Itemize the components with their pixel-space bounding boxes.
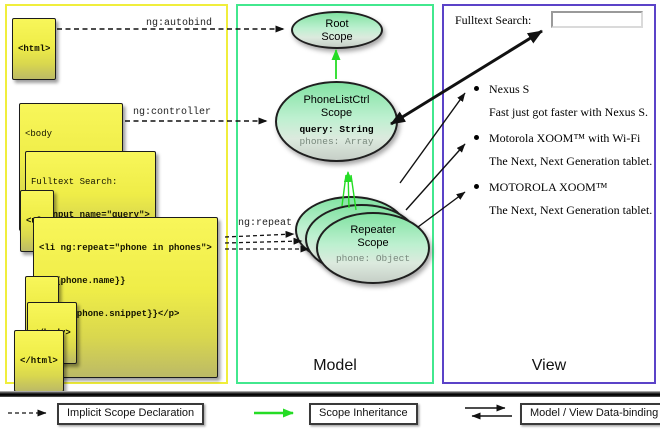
- root-scope-ellipse: Root Scope: [291, 11, 383, 49]
- ng-repeat-label: ng:repeat: [238, 218, 293, 229]
- view-item-title: MOTOROLA XOOM™: [489, 180, 608, 194]
- scope-title: Scope: [320, 107, 353, 119]
- code-box-html-close: </html>: [14, 330, 64, 392]
- view-panel: [442, 4, 656, 384]
- legend-separator: [0, 391, 660, 397]
- code-line: Fulltext Search:: [31, 177, 118, 187]
- ng-autobind-label: ng:autobind: [146, 18, 213, 29]
- scope-title: Scope: [357, 237, 389, 249]
- ng-controller-label: ng:controller: [133, 107, 212, 118]
- code-line: </html>: [20, 356, 58, 366]
- view-item-title: Nexus S: [489, 82, 530, 96]
- code-line: <body: [25, 129, 53, 139]
- legend-implicit-scope: Implicit Scope Declaration: [57, 403, 205, 425]
- bullet-icon: [474, 184, 479, 189]
- scope-prop-query: query: String: [299, 124, 374, 135]
- view-item-title: Motorola XOOM™ with Wi-Fi: [489, 131, 641, 145]
- model-panel: [236, 4, 434, 384]
- code-line: {{phone.name}}: [39, 276, 126, 286]
- scope-title: PhoneListCtrl: [303, 94, 370, 106]
- fulltext-search-input[interactable]: [551, 11, 643, 28]
- view-item-description: Fast just got faster with Nexus S.: [489, 105, 648, 119]
- scope-title: Scope: [321, 31, 353, 43]
- bullet-icon: [474, 135, 479, 140]
- scope-prop-phones: phones: Array: [299, 136, 374, 147]
- view-section-label: View: [531, 357, 567, 374]
- code-line: <p>{{phone.snippet}}</p>: [39, 309, 180, 319]
- legend-data-binding: Model / View Data-binding: [520, 403, 660, 425]
- code-line: <input name="query">: [31, 210, 150, 220]
- fulltext-search-label: Fulltext Search:: [455, 13, 532, 27]
- legend-scope-inheritance: Scope Inheritance: [309, 403, 418, 425]
- repeater-scope-ellipse-front: Repeater Scope phone: Object: [316, 212, 430, 284]
- scope-prop-phone: phone: Object: [335, 253, 411, 264]
- code-line: <html>: [18, 44, 51, 54]
- code-box-html-open: <html>: [12, 18, 57, 80]
- code-box-li-repeat: <li ng:repeat="phone in phones"> {{phone…: [33, 217, 218, 378]
- view-item-description: The Next, Next Generation tablet.: [489, 203, 653, 217]
- scope-title: Root: [325, 18, 349, 30]
- code-line: <li ng:repeat="phone in phones">: [39, 243, 212, 253]
- scope-title: Repeater: [350, 224, 396, 236]
- bullet-icon: [474, 86, 479, 91]
- model-section-label: Model: [313, 357, 357, 374]
- view-item-description: The Next, Next Generation tablet.: [489, 154, 653, 168]
- phonelistctrl-scope-ellipse: PhoneListCtrl Scope query: String phones…: [275, 81, 398, 162]
